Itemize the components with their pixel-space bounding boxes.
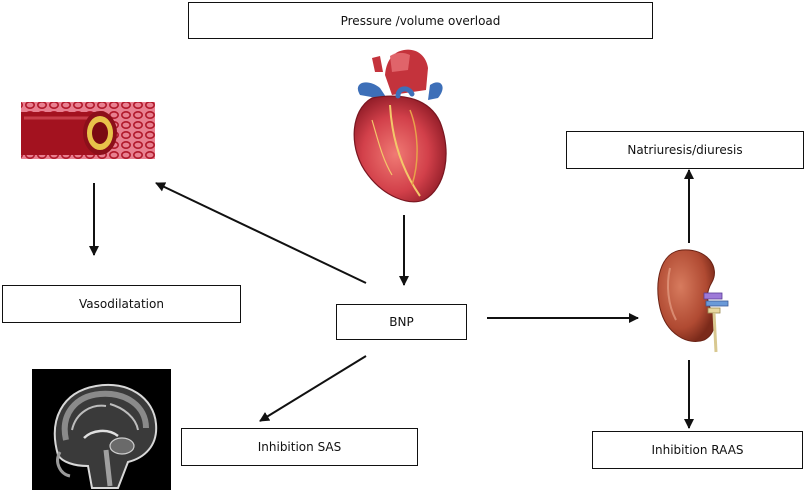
- node-bnp: BNP: [336, 304, 467, 340]
- arrow-bnp-to-sas: [259, 355, 367, 422]
- node-inhibition-sas: Inhibition SAS: [181, 428, 418, 466]
- node-label: BNP: [389, 315, 414, 329]
- heart-icon: [353, 49, 447, 203]
- node-label: Inhibition RAAS: [651, 443, 744, 457]
- brain-mri-icon: [32, 369, 171, 490]
- node-pressure-volume-overload: Pressure /volume overload: [188, 2, 653, 39]
- node-label: Pressure /volume overload: [340, 13, 501, 28]
- node-vasodilatation: Vasodilatation: [2, 285, 241, 323]
- node-label: Vasodilatation: [79, 297, 164, 311]
- kidney-icon: [657, 249, 729, 353]
- arrow-bnp-to-vessel: [155, 182, 367, 284]
- blood-vessel-icon: [21, 102, 155, 159]
- node-natriuresis-diuresis: Natriuresis/diuresis: [566, 131, 804, 169]
- node-inhibition-raas: Inhibition RAAS: [592, 431, 803, 469]
- node-label: Natriuresis/diuresis: [627, 143, 743, 157]
- node-label: Inhibition SAS: [257, 440, 342, 454]
